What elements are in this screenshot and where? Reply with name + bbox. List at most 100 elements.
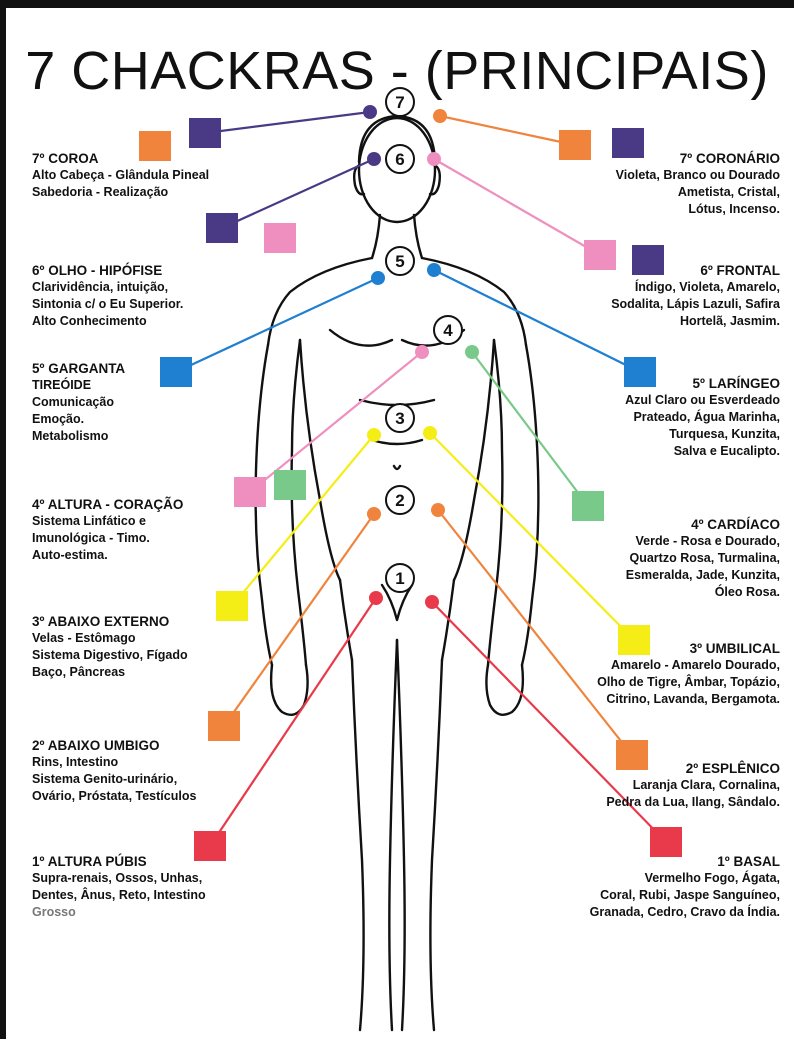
label-line: Clarividência, intuição, (32, 279, 183, 296)
label-heading: 3º UMBILICAL (597, 640, 780, 657)
label-line: Azul Claro ou Esverdeado (625, 392, 780, 409)
chakra-number: 4 (443, 321, 453, 340)
label-line: Amarelo - Amarelo Dourado, (597, 657, 780, 674)
label-line: Granada, Cedro, Cravo da Índia. (590, 904, 780, 921)
figure-navel (394, 466, 400, 469)
chakra-dot-orange (367, 507, 381, 521)
label-line: Dentes, Ânus, Reto, Intestino (32, 887, 206, 904)
chakra-dot-violet (363, 105, 377, 119)
chakra-dot-yellow (367, 428, 381, 442)
label-line: Óleo Rosa. (626, 584, 780, 601)
label-heading: 1º BASAL (590, 853, 780, 870)
connector-line (440, 116, 575, 145)
color-swatch-violet (206, 213, 238, 243)
chakra-number: 1 (395, 569, 404, 588)
label-line: Quartzo Rosa, Turmalina, (626, 550, 780, 567)
connector-line (434, 270, 640, 372)
chakra-dot-yellow (423, 426, 437, 440)
chakra-dot-blue (427, 263, 441, 277)
color-swatch-orange (559, 130, 591, 160)
chakra-number: 6 (395, 150, 404, 169)
label-line: Lótus, Incenso. (616, 201, 780, 218)
label-line: Sistema Digestivo, Fígado (32, 647, 188, 664)
chakra-dot-green (465, 345, 479, 359)
label-line: Sistema Genito-urinário, (32, 771, 196, 788)
label-line: Alto Cabeça - Glândula Pineal (32, 167, 209, 184)
chakra-dot-violet (367, 152, 381, 166)
label-line: Supra-renais, Ossos, Unhas, (32, 870, 206, 887)
label-line: Auto-estima. (32, 547, 183, 564)
label-heading: 4º ALTURA - CORAÇÃO (32, 496, 183, 513)
chakra-number: 3 (395, 409, 404, 428)
label-line: Ovário, Próstata, Testículos (32, 788, 196, 805)
chakra-dot-pink (427, 152, 441, 166)
label-heading: 2º ESPLÊNICO (606, 760, 780, 777)
chakra-number: 7 (395, 93, 404, 112)
label-line: Sistema Linfático e (32, 513, 183, 530)
chakra-number: 5 (395, 252, 404, 271)
label-line: Alto Conhecimento (32, 313, 183, 330)
label-heading: 5º GARGANTA (32, 360, 125, 377)
chakra-dot-orange (431, 503, 445, 517)
figure-leg-left (352, 640, 397, 1030)
label-line: Sintonia c/ o Eu Superior. (32, 296, 183, 313)
chakra-dot-red (425, 595, 439, 609)
label-line: Metabolismo (32, 428, 125, 445)
label-heading: 6º OLHO - HIPÓFISE (32, 262, 183, 279)
label-line: Vermelho Fogo, Ágata, (590, 870, 780, 887)
chakra-dot-red (369, 591, 383, 605)
label-heading: 7º CORONÁRIO (616, 150, 780, 167)
color-swatch-pink (234, 477, 266, 507)
label-line: Verde - Rosa e Dourado, (626, 533, 780, 550)
label-heading: 2º ABAIXO UMBIGO (32, 737, 196, 754)
label-heading: 3º ABAIXO EXTERNO (32, 613, 188, 630)
figure-leg-right (397, 640, 442, 1030)
chakra-dot-orange (433, 109, 447, 123)
color-swatch-pink (264, 223, 296, 253)
label-heading: 4º CARDÍACO (626, 516, 780, 533)
label-line: Violeta, Branco ou Dourado (616, 167, 780, 184)
color-swatch-green (274, 470, 306, 500)
label-line: Citrino, Lavanda, Bergamota. (597, 691, 780, 708)
label-line: Turquesa, Kunzita, (625, 426, 780, 443)
label-line: Prateado, Água Marinha, (625, 409, 780, 426)
connector-line (222, 159, 374, 228)
label-line: Índigo, Violeta, Amarelo, (611, 279, 780, 296)
connector-line (434, 159, 600, 255)
label-line: Emoção. (32, 411, 125, 428)
label-heading: 6º FRONTAL (611, 262, 780, 279)
color-swatch-yellow (216, 591, 248, 621)
label-line: Rins, Intestino (32, 754, 196, 771)
color-swatch-orange (208, 711, 240, 741)
label-line: Grosso (32, 904, 206, 921)
label-heading: 1º ALTURA PÚBIS (32, 853, 206, 870)
color-swatch-green (572, 491, 604, 521)
connector-line (438, 510, 632, 755)
figure-arm-right (488, 340, 538, 665)
left-label-chakra-5: 5º GARGANTATIREÓIDEComunicaçãoEmoção.Met… (32, 360, 125, 445)
right-label-chakra-5: 5º LARÍNGEOAzul Claro ou EsverdeadoPrate… (625, 375, 780, 460)
label-line: Pedra da Lua, Ilang, Sândalo. (606, 794, 780, 811)
connector-line (232, 435, 374, 606)
left-label-chakra-4: 4º ALTURA - CORAÇÃOSistema Linfático eIm… (32, 496, 183, 564)
label-line: Sabedoria - Realização (32, 184, 209, 201)
label-heading: 5º LARÍNGEO (625, 375, 780, 392)
chakra-dot-blue (371, 271, 385, 285)
label-line: Baço, Pâncreas (32, 664, 188, 681)
label-line: Esmeralda, Jade, Kunzita, (626, 567, 780, 584)
color-swatch-violet (189, 118, 221, 148)
label-line: Olho de Tigre, Âmbar, Topázio, (597, 674, 780, 691)
label-line: Comunicação (32, 394, 125, 411)
label-line: Velas - Estômago (32, 630, 188, 647)
label-line: Sodalita, Lápis Lazuli, Safira (611, 296, 780, 313)
chakra-dot-pink (415, 345, 429, 359)
left-label-chakra-2: 2º ABAIXO UMBIGORins, IntestinoSistema G… (32, 737, 196, 805)
label-line: Ametista, Cristal, (616, 184, 780, 201)
label-heading: 7º COROA (32, 150, 209, 167)
